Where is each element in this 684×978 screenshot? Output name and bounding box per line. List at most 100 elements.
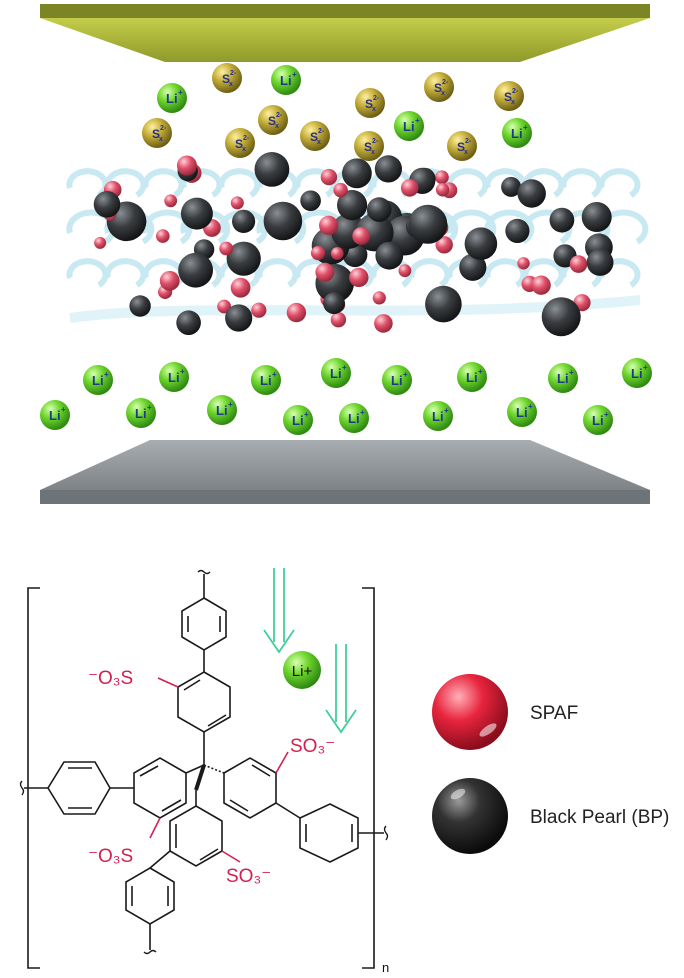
li-ion-sphere: Li+	[283, 651, 321, 689]
spaf-particle	[319, 215, 339, 235]
spaf-particle	[310, 246, 326, 261]
black-pearl-particle	[459, 253, 487, 281]
spaf-particle	[230, 196, 244, 210]
lithium-ion-label: Li	[403, 119, 415, 134]
li-transport-arrow-lower	[325, 644, 357, 734]
polysulfide-ion-label: S	[222, 72, 230, 86]
black-pearl-particle	[180, 197, 213, 230]
lithium-ion-charge: +	[272, 370, 277, 379]
top-phenyl-ring	[181, 569, 227, 672]
polysulfide-ion-charge: 2-	[243, 135, 250, 142]
polysulfide-ion-label: S	[268, 114, 276, 128]
lithium-ion: Li+	[622, 358, 652, 388]
polysulfide-ion: Sx2-	[494, 81, 524, 111]
polysulfide-ion-charge: 2-	[318, 128, 325, 135]
repeat-subscript: n	[382, 960, 389, 975]
polysulfide-ion-subscript: x	[464, 149, 468, 156]
polymer-structure: n ⁻O₃S	[19, 568, 389, 975]
black-pearl-particle	[549, 207, 575, 233]
legend-spaf: SPAF	[432, 674, 578, 750]
lithium-ion-label: Li	[432, 409, 444, 424]
repeat-bracket-right	[362, 587, 375, 969]
spaf-particle	[217, 299, 232, 314]
polysulfide-ion-charge: 2-	[372, 138, 379, 145]
spaf-particle	[531, 275, 551, 295]
lithium-ion-label: Li	[166, 91, 178, 106]
polysulfide-ion-charge: 2-	[160, 125, 167, 132]
spaf-particle	[230, 277, 251, 298]
polysulfide-ion-label: S	[235, 137, 243, 151]
lithium-ion-label: Li	[260, 373, 272, 388]
lithium-ion: Li+	[283, 405, 313, 435]
black-pearl-particle	[366, 197, 392, 222]
legend-spaf-label: SPAF	[530, 703, 578, 724]
black-pearl-particle	[425, 285, 462, 323]
spaf-particle	[251, 302, 267, 318]
spaf-particle	[164, 194, 178, 208]
lithium-ion: Li+	[339, 403, 369, 433]
black-pearl-particle	[129, 295, 151, 317]
li-ion-label: Li+	[292, 663, 313, 680]
polysulfide-ion-label: S	[365, 97, 373, 111]
lithium-ion-label: Li	[292, 413, 304, 428]
polysulfide-ion-subscript: x	[275, 123, 279, 130]
sulfonate-group-upper-left: ⁻O₃S	[88, 668, 133, 689]
polysulfide-ion: Sx2-	[354, 131, 384, 161]
spaf-particle	[320, 168, 338, 186]
lithium-ion-charge: +	[528, 402, 533, 411]
lithium-ion: Li+	[583, 405, 613, 435]
spaf-particle	[349, 267, 369, 288]
lithium-ion-charge: +	[415, 116, 420, 125]
anode-plate	[40, 440, 650, 504]
lithium-ion-charge: +	[61, 405, 66, 414]
spaf-particle	[398, 264, 412, 278]
lithium-ion-charge: +	[304, 410, 309, 419]
lithium-ion-charge: +	[569, 368, 574, 377]
legend-black-pearl: Black Pearl (BP)	[432, 778, 669, 854]
black-pearl-particle	[300, 190, 321, 211]
lithium-ion-charge: +	[403, 370, 408, 379]
lithium-ion: Li+	[207, 395, 237, 425]
spaf-particle	[372, 291, 386, 305]
spaf-particle	[333, 182, 348, 198]
spaf-particle	[286, 302, 307, 323]
polysulfide-ion-subscript: x	[372, 106, 376, 113]
polysulfide-ion-label: S	[364, 140, 372, 154]
polysulfide-ion-charge: 2-	[373, 95, 380, 102]
lithium-ion-label: Li	[280, 73, 292, 88]
membrane-particles	[93, 152, 614, 337]
black-pearl-particle	[337, 190, 368, 221]
spaf-particle	[352, 227, 371, 245]
lithium-ion-label: Li	[135, 406, 147, 421]
black-pearl-particle	[232, 209, 256, 233]
black-pearl-particle	[581, 202, 612, 232]
black-pearl-particle	[374, 155, 402, 183]
lithium-ion: Li+	[157, 83, 187, 113]
repeat-bracket-left	[27, 587, 40, 969]
lithium-ion: Li+	[394, 111, 424, 141]
polysulfide-ion: Sx2-	[212, 63, 242, 93]
legend-bp-label: Black Pearl (BP)	[530, 807, 669, 828]
lithium-ion-charge: +	[643, 363, 648, 372]
lithium-ion-label: Li	[516, 405, 528, 420]
lithium-ion-label: Li	[557, 371, 569, 386]
polysulfide-ion-subscript: x	[317, 139, 321, 146]
polysulfide-ion-charge: 2-	[512, 88, 519, 95]
spaf-particle	[156, 229, 170, 243]
lithium-ion-charge: +	[147, 403, 152, 412]
lithium-ion: Li+	[507, 397, 537, 427]
polysulfide-ion: Sx2-	[447, 131, 477, 161]
lithium-ion-label: Li	[330, 366, 342, 381]
spaf-particle	[400, 179, 419, 197]
bottom-phenyl-ring	[125, 867, 175, 955]
cathode-plate	[40, 4, 650, 62]
polysulfide-ion-subscript: x	[229, 81, 233, 88]
polysulfide-ion: Sx 2-	[355, 88, 385, 118]
lithium-ion-label: Li	[466, 370, 478, 385]
spaf-particle	[569, 255, 588, 273]
polysulfide-ion-label: S	[434, 81, 442, 95]
lithium-ion-charge: +	[228, 400, 233, 409]
lithium-ion-label: Li	[92, 373, 104, 388]
lithium-ion-charge: +	[292, 70, 297, 79]
